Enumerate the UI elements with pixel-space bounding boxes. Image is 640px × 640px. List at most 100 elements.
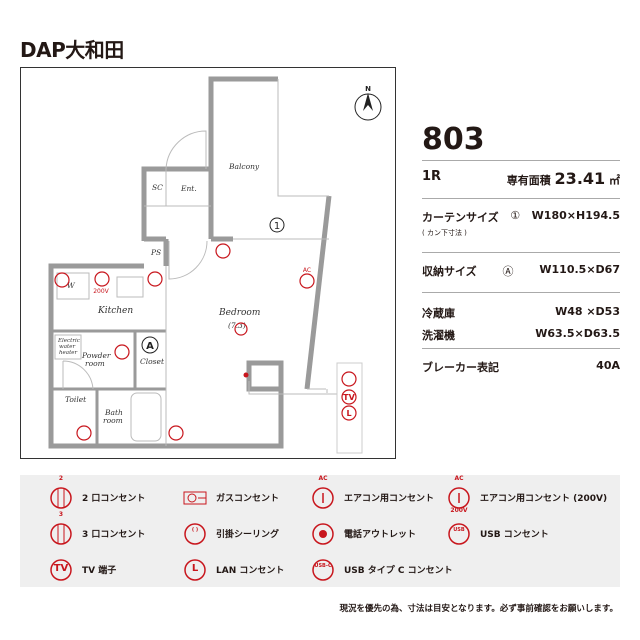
legend-label: TV 端子 [82, 565, 117, 576]
curtain-value: W180×H194.5 [531, 209, 620, 222]
tv-outlet-label: TV [343, 393, 355, 402]
walls [48, 76, 332, 449]
legend-mark: ( ) [191, 527, 199, 533]
usb-outlet-icon [448, 523, 470, 545]
legend-item: USB USB コンセント [446, 519, 549, 547]
legend-label: 電話アウトレット [344, 529, 417, 540]
bath-room-label: Bath [104, 408, 123, 417]
curtain-row: カーテンサイズ ( カン下寸法 ) ① W180×H194.5 [422, 198, 620, 252]
area-unit: ㎡ [609, 174, 620, 187]
legend-label: LAN コンセント [216, 565, 285, 576]
info-panel: 803 1R 専有面積 23.41 ㎡ カーテンサイズ ( カン下寸法 ) ① W… [422, 120, 620, 378]
electric-water-heater-label: heater [59, 350, 78, 356]
room-number: 803 [422, 122, 485, 157]
washer-space-label: W [67, 281, 76, 290]
storage-row: 収納サイズ Ⓐ W110.5×D67 [422, 252, 620, 292]
powder-room-label: room [85, 359, 105, 368]
legend-item: ( ) 引掛シーリング [182, 519, 279, 547]
area-label: 専有面積 [506, 174, 551, 187]
svg-text:A: A [146, 341, 154, 352]
appliance-row: 冷蔵庫 W48 ×D53 洗濯機 W63.5×D63.5 [422, 292, 620, 348]
curtain-sub: ( カン下寸法 ) [422, 229, 467, 237]
legend-mark: USB-C [314, 563, 332, 569]
fridge-label: 冷蔵庫 [422, 307, 455, 320]
legend-item: 2 2 口コンセント [48, 475, 146, 511]
legend-mark: TV [53, 563, 69, 574]
outlets [54, 243, 357, 441]
legend-item: 電話アウトレット [310, 519, 416, 547]
floor-plan: Balcony SC Ent. PS W Kitchen Bedroom (7.… [20, 67, 396, 459]
legend-mark-200v: 200V [450, 507, 468, 514]
legend-mark: 3 [58, 511, 64, 518]
electric-water-heater-label: water [59, 344, 75, 350]
kitchen-label: Kitchen [97, 306, 133, 316]
toilet-label: Toilet [65, 395, 87, 404]
phone-outlet-icon [312, 523, 334, 545]
storage-value: W110.5×D67 [539, 263, 620, 276]
washer-label: 洗濯機 [422, 328, 455, 342]
entrance-label: Ent. [180, 184, 197, 193]
powder-room-label: Powder [81, 351, 111, 360]
legend-label: USB タイプ C コンセント [344, 565, 453, 576]
legend: 2 2 口コンセント ガスコンセント AC エアコン用コンセント AC 200V エアコン用コ… [20, 475, 620, 587]
legend-item: USB-C USB タイプ C コンセント [310, 555, 453, 583]
svg-text:N: N [365, 85, 371, 93]
legend-label: エアコン用コンセント [344, 493, 435, 504]
svg-text:1: 1 [274, 221, 280, 232]
bath-room-label: room [103, 416, 123, 425]
phone-outlet-icon [243, 372, 249, 378]
ac-200v-outlet-icon [448, 487, 470, 509]
ceiling-hook-icon [184, 523, 206, 545]
closet-label: Closet [140, 357, 165, 366]
outlet-200v-label: 200V [93, 288, 109, 295]
curtain-label: カーテンサイズ [422, 211, 499, 224]
balcony-label: Balcony [228, 162, 260, 171]
curtain-mark: ① [510, 209, 521, 222]
layout-type: 1R [422, 169, 442, 184]
legend-label: 引掛シーリング [216, 529, 280, 540]
legend-mark: 2 [58, 475, 64, 482]
ac-outlet-icon [312, 487, 334, 509]
legend-item: ガスコンセント [182, 483, 279, 511]
property-title: DAP大和田 [20, 38, 124, 62]
compass-icon: N [354, 85, 382, 121]
floor-plan-drawing: Balcony SC Ent. PS W Kitchen Bedroom (7.… [48, 76, 382, 454]
legend-item: AC 200V エアコン用コンセント (200V) [446, 475, 608, 514]
legend-mark: AC [454, 475, 464, 482]
area-value: 23.41 [554, 169, 606, 188]
breaker-value: 40A [596, 359, 620, 372]
legend-label: ガスコンセント [216, 493, 280, 504]
sc-label: SC [152, 183, 163, 192]
layout-row: 1R 専有面積 23.41 ㎡ [422, 160, 620, 198]
breaker-label: ブレーカー表記 [422, 361, 499, 374]
breaker-row: ブレーカー表記 40A [422, 348, 620, 378]
bedroom-size: (7.3) [228, 321, 246, 330]
tv-terminal-icon [50, 559, 72, 581]
lan-outlet-icon [184, 559, 206, 581]
legend-item: TV TV 端子 [48, 555, 116, 583]
ps-label: PS [150, 248, 161, 257]
usb-c-outlet-icon [312, 559, 334, 581]
legend-mark: USB [453, 527, 465, 533]
gas-outlet-icon [183, 491, 207, 505]
storage-label: 収納サイズ [422, 265, 477, 278]
legend-label: 3 口コンセント [82, 529, 146, 540]
fridge-value: W48 ×D53 [555, 305, 620, 318]
outlet-ac-label: AC [303, 267, 311, 274]
legend-item: AC エアコン用コンセント [310, 475, 435, 511]
washer-value: W63.5×D63.5 [535, 326, 620, 340]
electric-water-heater-label: Electric [57, 338, 80, 344]
legend-label: USB コンセント [480, 529, 549, 540]
tv-panel [336, 362, 363, 454]
lan-outlet-label: L [346, 409, 351, 418]
disclaimer-note: 現況を優先の為、寸法は目安となります。必ず事前確認をお願いします。 [339, 604, 618, 614]
bedroom-label: Bedroom [218, 308, 260, 318]
legend-label: 2 口コンセント [82, 493, 146, 504]
storage-mark: Ⓐ [502, 265, 514, 278]
legend-mark: AC [318, 475, 328, 482]
legend-item: 3 3 口コンセント [48, 511, 146, 547]
closet-marker: A [141, 336, 159, 354]
outlet-2-icon [50, 487, 72, 509]
legend-label: エアコン用コンセント (200V) [480, 493, 608, 504]
